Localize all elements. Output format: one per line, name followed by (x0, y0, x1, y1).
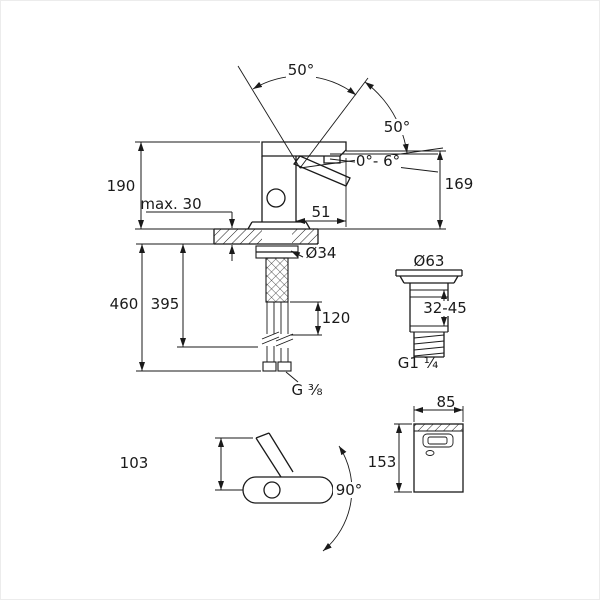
length-460-label: 460 (110, 295, 139, 313)
spout-angle-label: 50° (384, 118, 411, 136)
body-back-view (394, 406, 464, 493)
reach-51-label: 51 (311, 203, 330, 221)
width-85-label: 85 (436, 393, 455, 411)
diameter-34-label: Ø34 (306, 244, 337, 262)
length-395-label: 395 (151, 295, 180, 313)
front-view-faucet-outline (213, 141, 351, 372)
deck-max-30-label: max. 30 (140, 195, 201, 213)
thread-g114-label: G1 ¹⁄₄ (398, 354, 438, 372)
diameter-63-label: Ø63 (414, 252, 445, 270)
hose-120-label: 120 (322, 309, 351, 327)
swivel-90-label: 90° (336, 481, 363, 499)
handle-angle-label: 50° (288, 61, 315, 79)
height-153-label: 153 (368, 453, 397, 471)
thread-g38-label: G ³⁄₈ (292, 381, 323, 399)
handle-swivel-view (215, 432, 353, 552)
height-103-label: 103 (120, 454, 149, 472)
tilt-angle-label: 0°- 6° (356, 152, 400, 170)
label-backgrounds (286, 62, 464, 498)
front-view-dimension-lines (135, 141, 446, 383)
height-190-label: 190 (107, 177, 136, 195)
range-32-45-label: 32-45 (423, 299, 467, 317)
outlet-169-label: 169 (445, 175, 474, 193)
